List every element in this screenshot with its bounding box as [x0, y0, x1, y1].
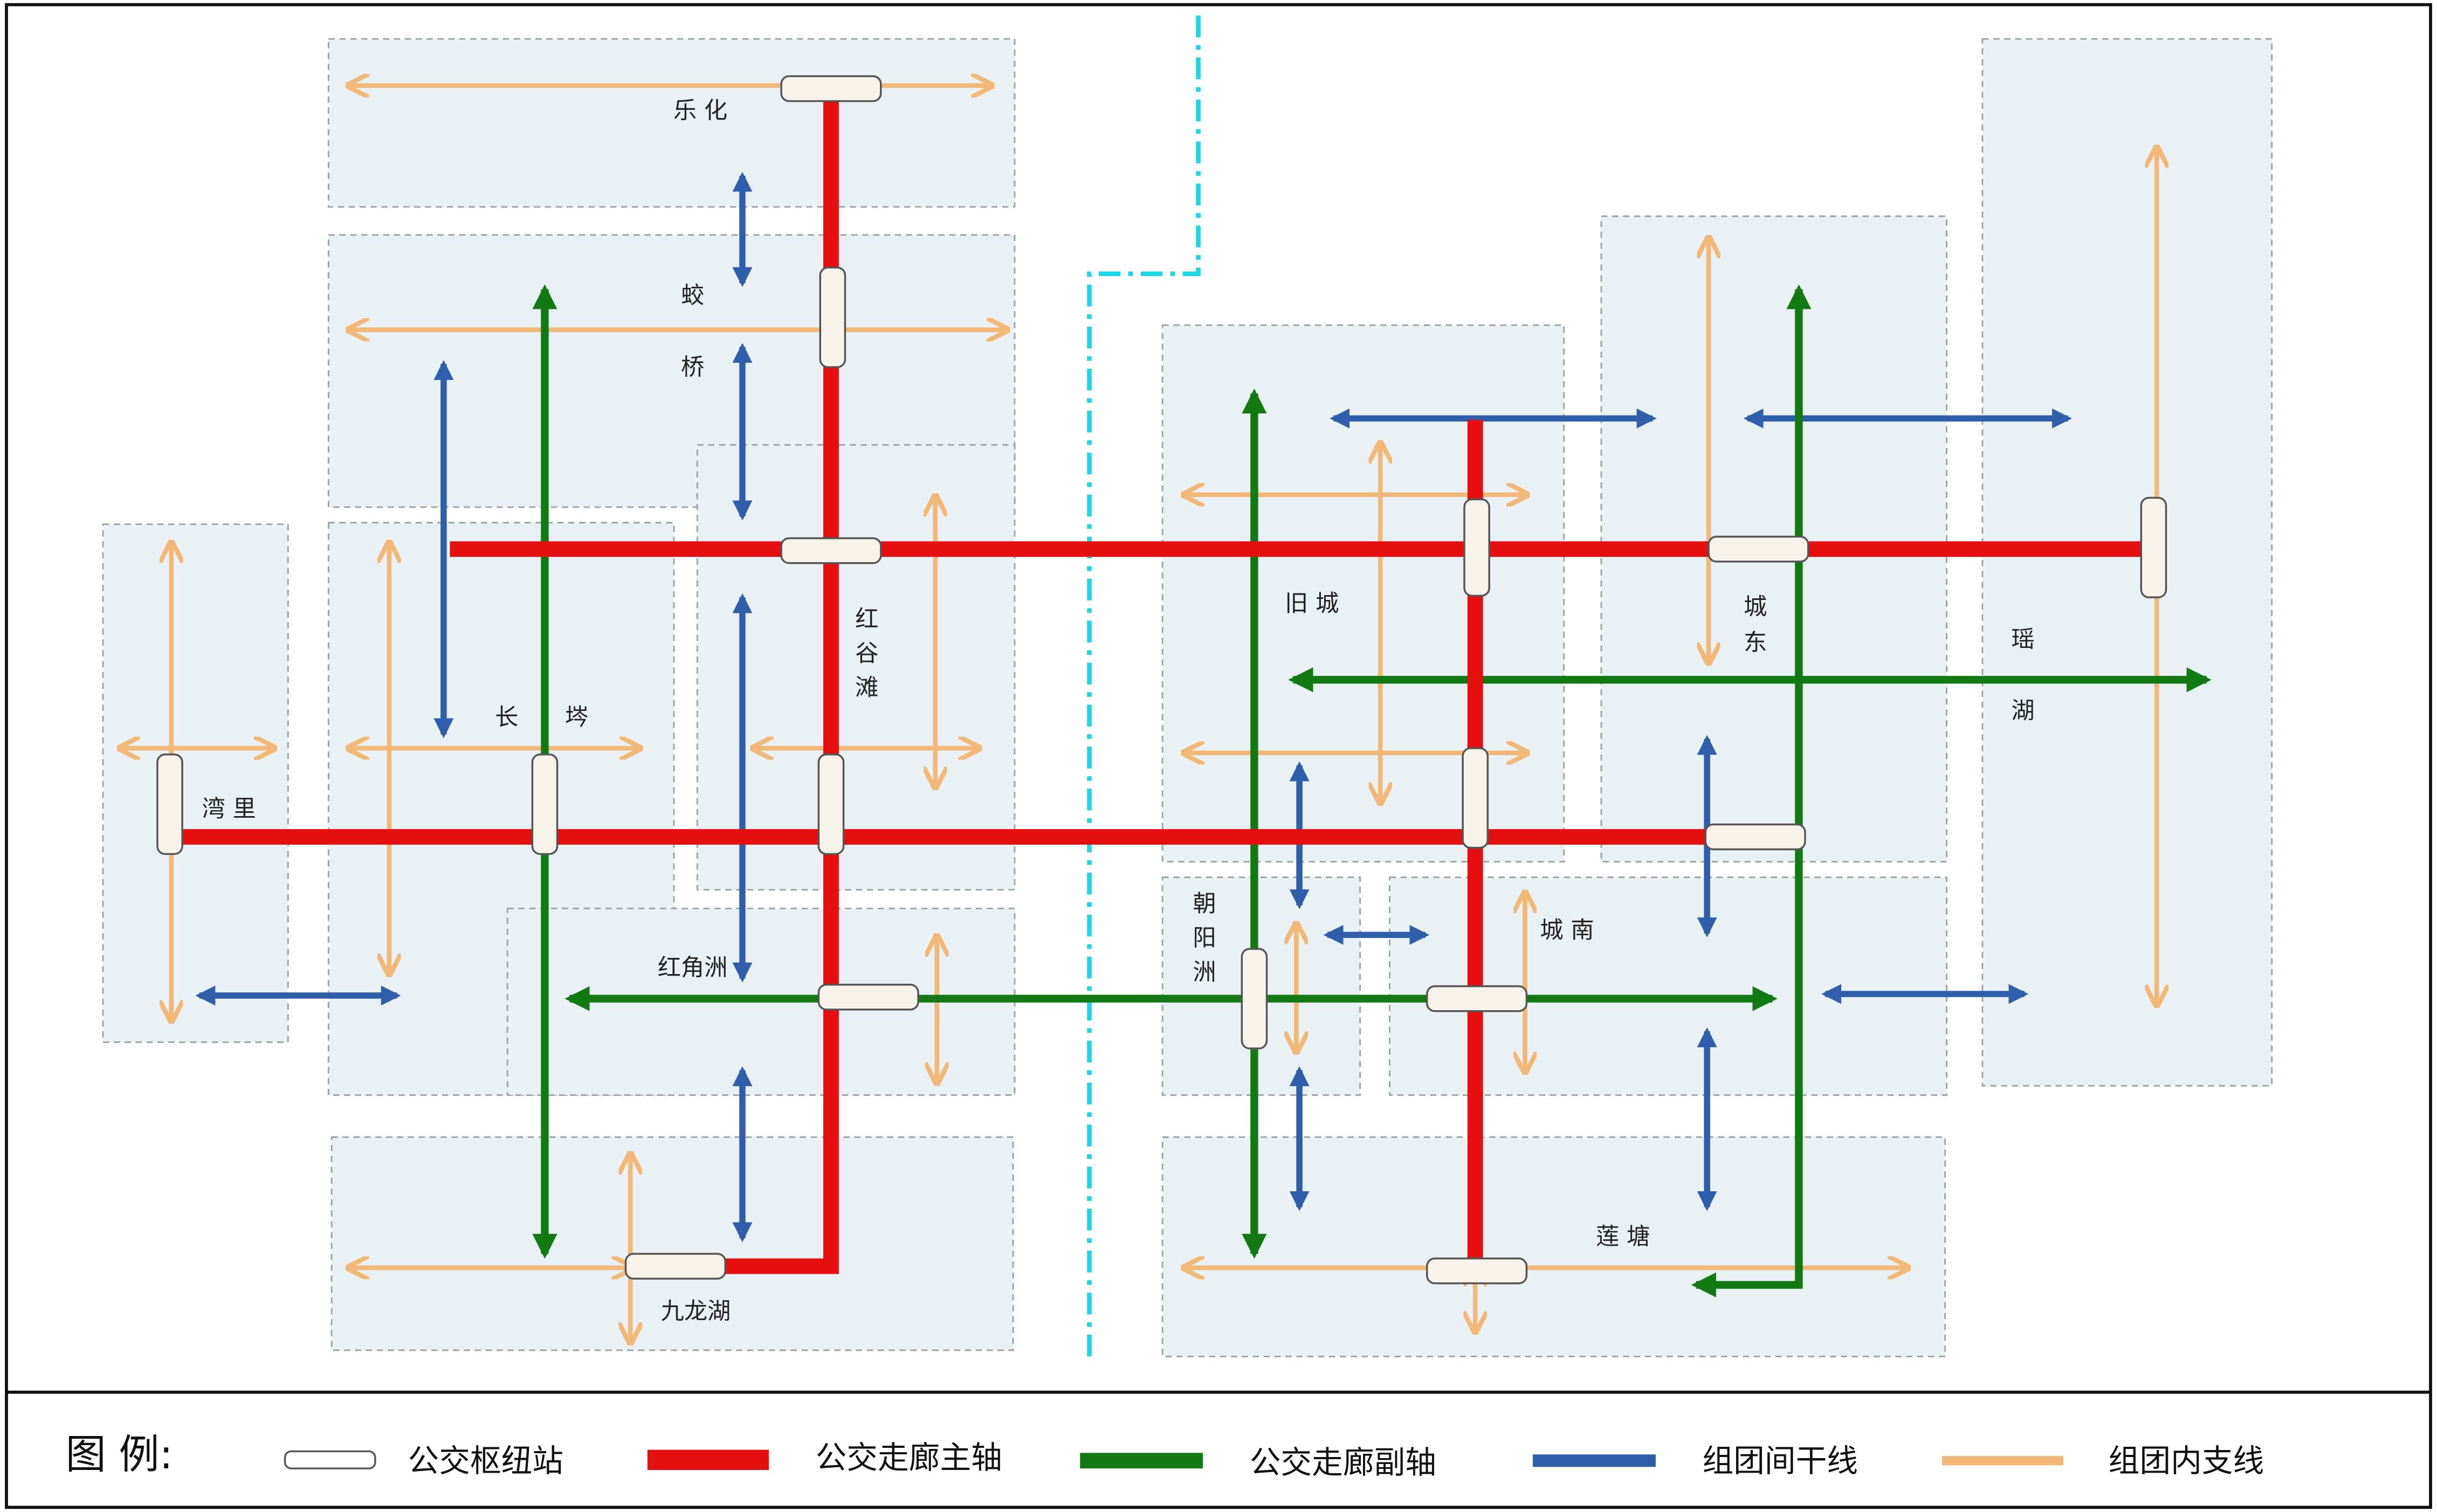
hub-station — [1241, 948, 1268, 1050]
zone-label-yaohu-1: 瑶 — [2011, 626, 2034, 653]
hub-station — [156, 753, 183, 855]
zone-label-qiao: 桥 — [681, 354, 704, 381]
legend-station-label: 公交枢纽站 — [408, 1442, 563, 1479]
hub-station — [624, 1253, 726, 1280]
hub-station — [1708, 535, 1809, 563]
zone-label-chengnan: 城 南 — [1540, 917, 1594, 944]
stations — [156, 75, 2167, 1285]
legend-intra-group-swatch — [1942, 1456, 2063, 1466]
river-dashdot-line — [1087, 15, 1201, 1362]
zone-yaohu — [1981, 38, 2273, 1087]
zone-wanli — [102, 523, 289, 1043]
zone-lehua — [327, 38, 1016, 208]
zone-label-chengdong-2: 东 — [1744, 629, 1767, 656]
zone-label-jiao: 蛟 — [681, 282, 704, 309]
legend-intra-group-label: 组团内支线 — [2109, 1442, 2264, 1479]
hub-station — [531, 753, 559, 855]
zone-label-changleng: 长 埁 — [495, 704, 588, 731]
hub-station — [1704, 823, 1806, 851]
zone-label-honggutan-2: 谷 — [855, 640, 878, 667]
hub-station — [819, 266, 846, 368]
legend-inter-group-swatch — [1532, 1454, 1656, 1467]
zone-liantang — [1161, 1136, 1946, 1357]
hub-station — [1426, 1257, 1528, 1285]
zone-labels: 乐 化 蛟 桥 湾 里 长 埁 红 谷 滩 红角洲 九龙湖 旧 城 城 东 瑶 … — [202, 97, 2034, 1325]
zone-label-chengdong-1: 城 — [1744, 593, 1767, 620]
zone-label-wanli: 湾 里 — [202, 796, 256, 823]
zone-label-chaoyangzhou-1: 朝 — [1193, 890, 1216, 917]
hub-station — [780, 75, 882, 102]
hub-station — [1426, 985, 1528, 1012]
legend-secondary-axis-swatch — [1080, 1453, 1203, 1469]
zone-label-hongjiaozhou: 红角洲 — [658, 954, 728, 981]
zone-label-jiulonghu: 九龙湖 — [660, 1298, 731, 1325]
zone-label-yaohu-2: 湖 — [2011, 698, 2034, 724]
hub-station — [780, 537, 882, 564]
zone-label-honggutan-3: 滩 — [855, 674, 878, 701]
hub-station — [2140, 496, 2167, 598]
zone-label-honggutan-1: 红 — [855, 606, 878, 633]
legend-title: 图 例: — [66, 1431, 173, 1478]
secondary-axis-line — [1691, 284, 1812, 1297]
hub-station — [1463, 498, 1490, 597]
legend-station-swatch — [284, 1450, 376, 1469]
legend-inter-group-label: 组团间干线 — [1702, 1442, 1858, 1479]
hub-station — [817, 983, 919, 1011]
legend-secondary-axis-label: 公交走廊副轴 — [1250, 1444, 1436, 1481]
zone-jiulonghu — [331, 1136, 1014, 1351]
hub-station — [817, 753, 845, 855]
hub-station — [1462, 747, 1489, 849]
zone-label-jiucheng: 旧 城 — [1285, 590, 1339, 617]
legend-main-axis-label: 公交走廊主轴 — [816, 1439, 1002, 1476]
legend-main-axis-swatch — [647, 1449, 769, 1470]
zone-label-lehua: 乐 化 — [673, 97, 727, 124]
zone-jiucheng — [1161, 324, 1565, 863]
legend: 图 例: 公交枢纽站 公交走廊主轴 公交走廊副轴 组团间干线 组团内支线 — [66, 1431, 2264, 1481]
zone-label-liantang: 莲 塘 — [1596, 1224, 1650, 1251]
main-axis-line — [673, 88, 839, 1274]
zone-label-chaoyangzhou-2: 阳 — [1193, 925, 1216, 952]
zone-label-chaoyangzhou-3: 洲 — [1193, 959, 1216, 986]
